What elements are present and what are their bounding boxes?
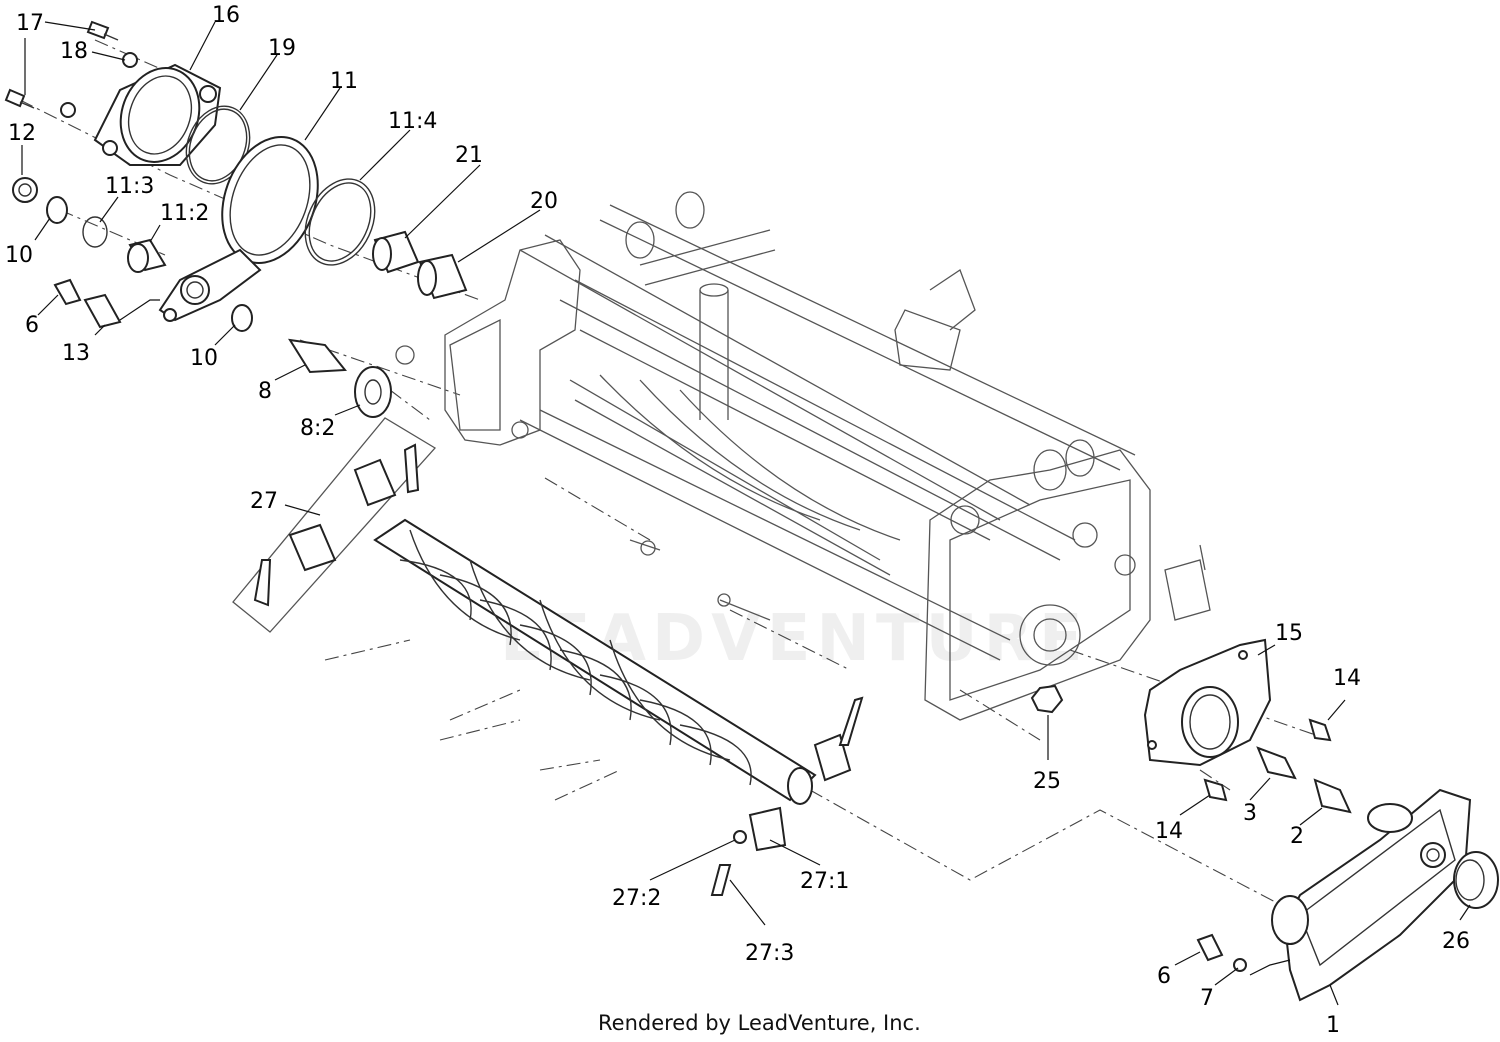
- callout-12: 12: [8, 121, 36, 146]
- pin-14-lower: [1203, 778, 1228, 802]
- callout-19: 19: [268, 36, 296, 61]
- bushing-11-2: [127, 238, 167, 273]
- callout-27-2: 27:2: [612, 886, 661, 911]
- callout-16: 16: [212, 3, 240, 28]
- callout-17: 17: [16, 11, 44, 36]
- bushing-3: [1256, 746, 1297, 780]
- reel-frame-assembly: [395, 191, 1211, 721]
- pin-6-right: [1196, 933, 1224, 962]
- callout-3: 3: [1243, 801, 1257, 826]
- callout-15: 15: [1275, 621, 1303, 646]
- bushing-20: [417, 253, 468, 300]
- o-ring-19-inner: [188, 108, 248, 182]
- pin-13: [83, 293, 122, 329]
- callout-13: 13: [62, 341, 90, 366]
- callout-10-upper: 10: [5, 243, 33, 268]
- callout-6-left: 6: [25, 313, 39, 338]
- seal-10-lower: [231, 304, 253, 332]
- pin-6-left: [53, 278, 82, 306]
- gear-case-1: [1271, 788, 1472, 1002]
- bracket-27-right: [710, 696, 864, 896]
- arm-11: [158, 136, 319, 322]
- callout-labels: 17 16 19 11 18 11:4 12 21 11:3 20 11:2 1…: [5, 3, 1470, 1038]
- callout-7: 7: [1200, 986, 1214, 1011]
- callout-20: 20: [530, 189, 558, 214]
- washer-8-2-inner: [364, 379, 382, 405]
- callout-11-3: 11:3: [105, 174, 154, 199]
- hex-nut-25: [1030, 684, 1064, 714]
- washer-8-2: [354, 366, 392, 418]
- callout-14-lower: 14: [1155, 819, 1183, 844]
- callout-1: 1: [1326, 1013, 1340, 1038]
- reel-cylinder: [373, 518, 817, 805]
- callout-2: 2: [1290, 824, 1304, 849]
- o-ring-11-4: [304, 178, 376, 266]
- render-credit: Rendered by LeadVenture, Inc.: [598, 1011, 921, 1035]
- bushing-21: [372, 230, 420, 274]
- plate-15: [1143, 638, 1272, 767]
- callout-8-2: 8:2: [300, 416, 335, 441]
- callout-21: 21: [455, 143, 483, 168]
- callout-14-upper: 14: [1333, 666, 1361, 691]
- bushing-2: [1313, 778, 1352, 814]
- assembly-centerlines: [19, 39, 1331, 916]
- callout-10-lower: 10: [190, 346, 218, 371]
- callout-6-right: 6: [1157, 964, 1171, 989]
- callout-11-4: 11:4: [388, 109, 437, 134]
- callout-25: 25: [1033, 769, 1061, 794]
- callout-11: 11: [330, 69, 358, 94]
- callout-27-1: 27:1: [800, 869, 849, 894]
- bearing-12-inner: [18, 183, 32, 197]
- bearing-12: [12, 177, 38, 203]
- callout-27: 27: [250, 489, 278, 514]
- pin-14-upper: [1308, 718, 1332, 742]
- bearing-housing-16: [93, 63, 222, 166]
- screws-17: [4, 20, 119, 109]
- cap-26: [1453, 851, 1499, 909]
- bracket-kit-27: [232, 417, 437, 633]
- callout-18: 18: [60, 39, 88, 64]
- callout-26: 26: [1442, 929, 1470, 954]
- leader-lines: [21, 21, 1471, 1006]
- callout-11-2: 11:2: [160, 201, 209, 226]
- shaft-8: [288, 338, 347, 374]
- callout-8: 8: [258, 379, 272, 404]
- o-ring-11-3: [82, 216, 108, 248]
- o-ring-11-4-inner: [308, 182, 372, 262]
- seal-10-upper: [46, 196, 68, 224]
- callout-27-3: 27:3: [745, 941, 794, 966]
